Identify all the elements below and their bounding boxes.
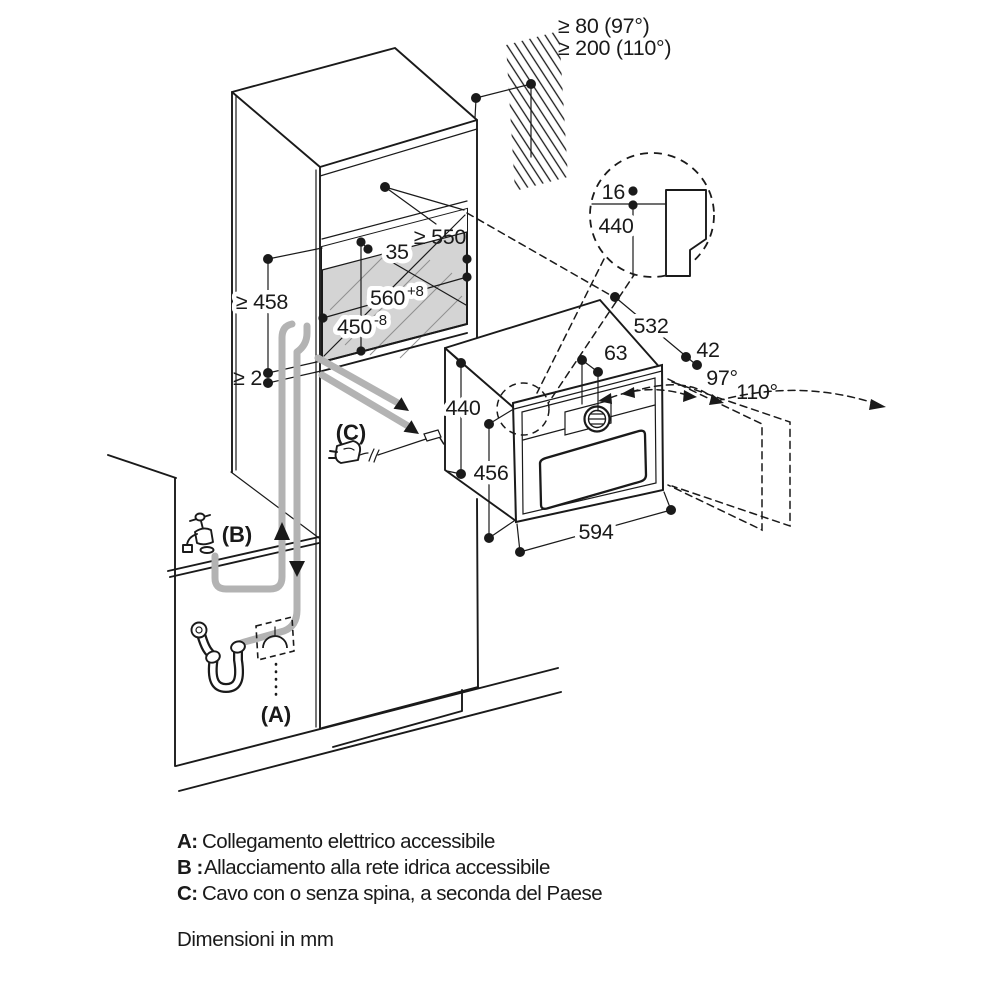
niche-depth-label: ≥ 550	[414, 225, 466, 249]
clearance-label-97: ≥ 80 (97°)	[558, 14, 650, 38]
left-dimensions: ≥ 458 ≥ 2	[231, 247, 323, 390]
wall-clearance-dimension: ≥ 80 (97°) ≥ 200 (110°)	[471, 14, 672, 158]
outlet-icon	[262, 626, 288, 649]
faucet-icon	[182, 512, 215, 554]
swing-arrow-icon	[869, 399, 886, 410]
oven-dimensions: 440 456 594 63 532 42	[441, 292, 720, 557]
niche-height-label: 450	[337, 315, 372, 339]
projection-lines	[466, 212, 613, 297]
niche-width-tolerance: +8	[407, 283, 424, 300]
detail-height-label: 440	[599, 214, 634, 238]
callout-b-label: (B)	[222, 522, 253, 547]
plug-icon	[328, 440, 362, 464]
siphon-icon	[190, 621, 246, 694]
detail-circle: 16 440	[589, 152, 715, 278]
oven	[444, 299, 665, 524]
door-overhang-label: 42	[696, 338, 719, 362]
legend: A: Collegamento elettrico accessibile B …	[177, 830, 603, 905]
oven-knob-icon	[583, 405, 611, 433]
legend-text-a: Collegamento elettrico accessibile	[202, 830, 495, 853]
angle-110-label: 110°	[736, 380, 778, 404]
detail-thickness-label: 16	[602, 180, 626, 204]
hose-arrow-icon	[393, 397, 409, 411]
wall-hatch-icon	[506, 31, 568, 191]
clearance-label-110: ≥ 200 (110°)	[558, 36, 671, 60]
legend-text-c: Cavo con o senza spina, a seconda del Pa…	[202, 882, 602, 905]
niche-height-tolerance: -8	[374, 312, 387, 329]
outlet-box	[255, 615, 295, 662]
swing-arrow-icon	[621, 387, 635, 398]
legend-text-b: Allacciamento alla rete idrica accessibi…	[204, 856, 550, 879]
legend-key-a: A:	[177, 830, 198, 853]
niche-width-label: 560	[370, 286, 405, 310]
oven-door-window	[538, 429, 648, 510]
detail-reference-circle	[496, 382, 550, 436]
tall-cabinet	[231, 47, 479, 748]
knob-offset-label: 63	[604, 341, 628, 365]
counter-area	[107, 454, 562, 792]
niche-inner-height-label: ≥ 458	[236, 290, 288, 314]
oven-front-height-label: 456	[474, 461, 509, 485]
hose-arrow-icon	[403, 420, 419, 434]
oven-depth-label: 532	[634, 314, 669, 338]
swing-arrow-icon	[598, 393, 612, 404]
faucet-callout: (B)	[182, 512, 253, 554]
gap-label: ≥ 2	[233, 366, 262, 390]
units-note: Dimensioni in mm	[177, 928, 334, 951]
legend-key-c: C:	[177, 882, 198, 905]
legend-key-b: B :	[177, 856, 203, 879]
callout-a-label: (A)	[261, 702, 292, 727]
flow-up-arrow-icon	[274, 522, 290, 540]
hose-routing-to-oven	[314, 354, 419, 434]
niche-dimensions: ≥ 550 35 560 +8 450 -8	[318, 182, 472, 356]
power-cable-callout: (C)	[328, 420, 460, 469]
niche-recess-label: 35	[385, 240, 409, 264]
swing-arrow-icon	[709, 394, 724, 405]
detail-leader-lines	[536, 258, 637, 403]
angle-97-label: 97°	[706, 366, 738, 390]
outlet-callout: (A)	[255, 615, 295, 727]
door-swing: 97° 110°	[598, 366, 886, 532]
oven-width-label: 594	[579, 520, 614, 544]
swing-arrow-icon	[683, 390, 697, 402]
niche-opening	[321, 200, 468, 372]
oven-body-height-label: 440	[446, 396, 481, 420]
door-section-profile	[665, 189, 707, 277]
flow-down-arrow-icon	[289, 561, 305, 577]
